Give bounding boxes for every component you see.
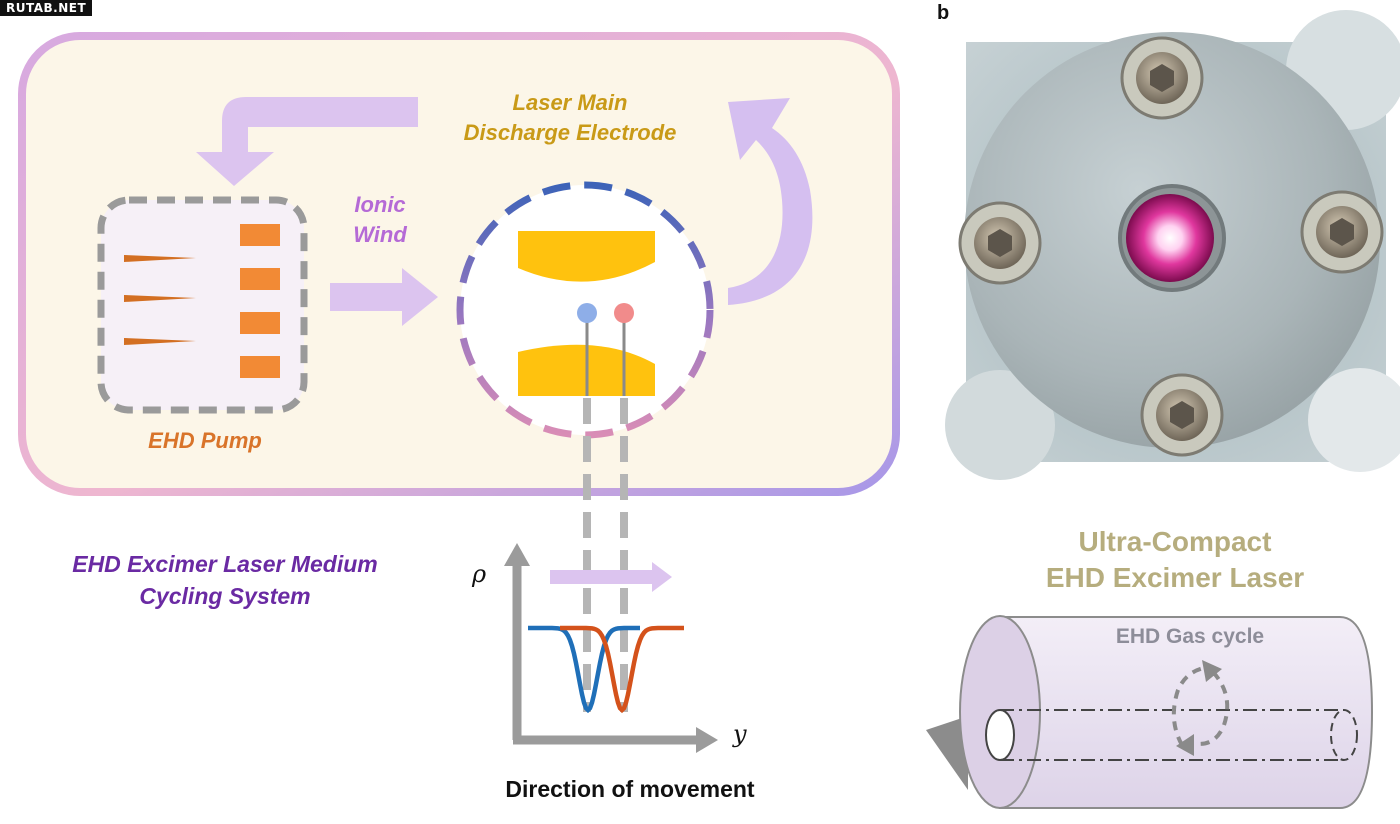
gas-cycle-loop	[1187, 670, 1230, 746]
plot-x-axis-arrowhead	[696, 727, 718, 753]
pump-collector-2	[240, 268, 280, 290]
pump-needle-2	[124, 295, 196, 302]
gas-cycle-arrowhead-bottom	[1176, 734, 1194, 756]
movement-arrow	[550, 562, 672, 592]
watermark-logo: RUTAB.NET	[0, 0, 93, 16]
flange-bolt-right	[1300, 190, 1384, 274]
discharge-glow	[1126, 194, 1214, 282]
ionic-wind-label: Ionic Wind	[353, 192, 407, 247]
pump-collector-3	[240, 312, 280, 334]
probe-red	[614, 303, 634, 323]
pump-needles	[124, 255, 196, 345]
plot-y-axis-label: ρ	[472, 560, 487, 588]
gas-cycle-loop-back	[1171, 666, 1205, 746]
pump-needle-1	[124, 255, 196, 262]
plot-x-axis-label: y	[733, 720, 747, 748]
pump-collectors	[240, 224, 280, 378]
density-curve-red	[560, 625, 684, 714]
main-electrode-label: Laser Main Discharge Electrode	[463, 90, 677, 145]
flange-bolt-top	[1120, 36, 1204, 120]
probe-blue	[577, 303, 597, 323]
density-curve-blue	[528, 625, 640, 714]
panel-b-label: b	[937, 2, 950, 24]
pump-needle-3	[124, 338, 196, 345]
flange-bolt-left	[958, 201, 1042, 285]
system-label: EHD Excimer Laser Medium Cycling System	[72, 551, 378, 609]
pump-collector-4	[240, 356, 280, 378]
laser-tube-schematic	[926, 615, 1374, 809]
plot-y-axis-arrowhead	[504, 543, 530, 566]
pump-collector-1	[240, 224, 280, 246]
gas-cycle-label: EHD Gas cycle	[1115, 625, 1265, 648]
ehd-pump-label: EHD Pump	[148, 428, 262, 453]
return-flow-arrow	[196, 97, 418, 186]
gas-cycle-arrowhead-top	[1202, 660, 1222, 682]
laser-photo	[945, 10, 1400, 480]
tube-shadow	[926, 716, 968, 790]
circulation-curved-arrow	[728, 98, 813, 305]
ionic-wind-arrow	[330, 268, 438, 326]
upper-electrode	[518, 231, 655, 282]
direction-label: Direction of movement	[505, 776, 755, 802]
density-plot	[504, 543, 718, 753]
inner-channel-end	[1330, 709, 1358, 761]
flange-bolt-bottom	[1140, 373, 1224, 457]
inner-channel-opening	[985, 709, 1015, 761]
compact-laser-title: Ultra-Compact EHD Excimer Laser	[1045, 526, 1305, 593]
